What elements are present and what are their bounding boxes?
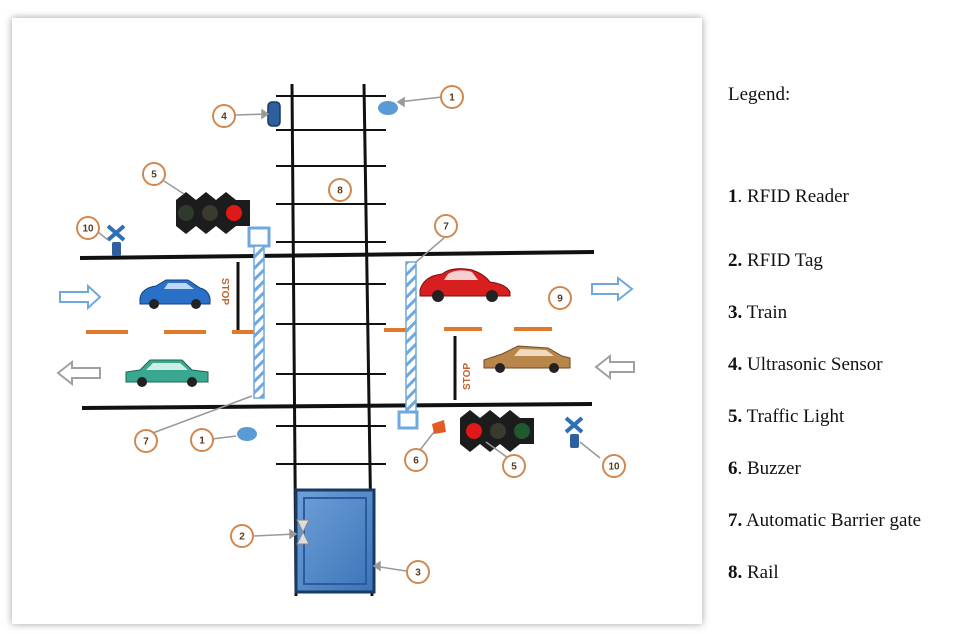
legend-item-number: 8. — [728, 562, 743, 583]
car-blue-icon — [139, 279, 211, 309]
callout-c9: 9 — [548, 286, 572, 310]
train-icon — [294, 488, 376, 594]
legend-item: 5. Traffic Light — [728, 406, 844, 428]
legend-item-label: Traffic Light — [746, 406, 845, 427]
callout-label: 2 — [239, 532, 245, 543]
camera-icon — [564, 416, 584, 448]
callout-c7-right: 7 — [434, 214, 458, 238]
barrier-gate-left — [247, 226, 271, 399]
legend-item-number: 7. — [728, 510, 743, 531]
legend-item: 4. Ultrasonic Sensor — [728, 354, 883, 376]
callout-c1-top: 1 — [440, 85, 464, 109]
callouts: 1 1 2 3 4 5 5 6 7 7 8 9 10 10 — [76, 85, 626, 584]
callout-label: 5 — [151, 170, 157, 181]
legend-item-number: 6 — [728, 458, 738, 479]
callout-c3: 3 — [406, 560, 430, 584]
car-teal-icon — [125, 359, 209, 387]
legend-item-label: Ultrasonic Sensor — [747, 354, 883, 375]
callout-leaders — [97, 96, 601, 572]
legend-item-number: 5. — [728, 406, 743, 427]
legend-item-separator: . — [737, 458, 743, 479]
callout-label: 1 — [199, 436, 205, 447]
legend-item-label: Rail — [747, 562, 779, 583]
legend-item: 2. RFID Tag — [728, 250, 823, 272]
legend-item-separator: . — [737, 186, 743, 207]
callout-label: 10 — [82, 224, 94, 235]
arrow-right-icon — [59, 283, 102, 311]
callout-c1-bottom: 1 — [190, 428, 214, 452]
callout-c8: 8 — [328, 178, 352, 202]
legend-item-number: 4. — [728, 354, 743, 375]
callout-c10-left: 10 — [76, 216, 100, 240]
callout-c6: 6 — [404, 448, 428, 472]
callout-c10-right: 10 — [602, 454, 626, 478]
rfid-reader-icon — [237, 427, 257, 441]
lane-divider — [86, 327, 552, 334]
ultrasonic-sensor-icon — [267, 101, 281, 127]
road — [79, 250, 595, 410]
callout-label: 3 — [415, 568, 421, 579]
callout-label: 1 — [449, 93, 455, 104]
arrow-right-icon — [591, 275, 634, 303]
legend-item: 6. Buzzer — [728, 458, 801, 480]
car-red-icon — [419, 268, 511, 302]
legend-item-number: 1 — [728, 186, 738, 207]
legend-item-label: RFID Reader — [747, 186, 849, 207]
arrow-left-icon — [56, 359, 101, 387]
traffic-light-icon — [460, 410, 534, 452]
callout-label: 4 — [221, 112, 227, 123]
callout-label: 7 — [443, 222, 449, 233]
legend-item-number: 3. — [728, 302, 743, 323]
callout-c2: 2 — [230, 524, 254, 548]
legend-item: 7. Automatic Barrier gate — [728, 510, 921, 532]
callout-c5-top: 5 — [142, 162, 166, 186]
callout-c7-left: 7 — [134, 429, 158, 453]
traffic-light-icon — [176, 192, 250, 234]
callout-c4: 4 — [212, 104, 236, 128]
callout-label: 9 — [557, 294, 563, 305]
car-gold-icon — [483, 345, 571, 373]
stop-text-right: STOP — [462, 363, 473, 390]
rfid-reader-icon — [378, 101, 398, 115]
callout-label: 7 — [143, 437, 149, 448]
legend-item: 1. RFID Reader — [728, 186, 849, 208]
rfid-tag-icon — [296, 519, 310, 545]
callout-label: 5 — [511, 462, 517, 473]
legend-title: Legend: — [728, 84, 791, 105]
legend-item-label: RFID Tag — [747, 250, 823, 271]
legend-item: 3. Train — [728, 302, 787, 324]
legend-item-label: Train — [746, 302, 788, 323]
buzzer-icon — [432, 420, 446, 434]
stop-text-left: STOP — [219, 278, 230, 305]
legend-item-label: Buzzer — [747, 458, 801, 479]
barrier-gate-right — [397, 261, 419, 430]
callout-label: 10 — [608, 462, 620, 473]
legend-item: 8. Rail — [728, 562, 779, 584]
legend-item-label: Automatic Barrier gate — [745, 510, 922, 531]
camera-icon — [106, 224, 126, 256]
callout-label: 6 — [413, 456, 419, 467]
arrow-left-icon — [594, 353, 635, 381]
callout-label: 8 — [337, 186, 343, 197]
legend-item-number: 2. — [728, 250, 743, 271]
callout-c5-bottom: 5 — [502, 454, 526, 478]
